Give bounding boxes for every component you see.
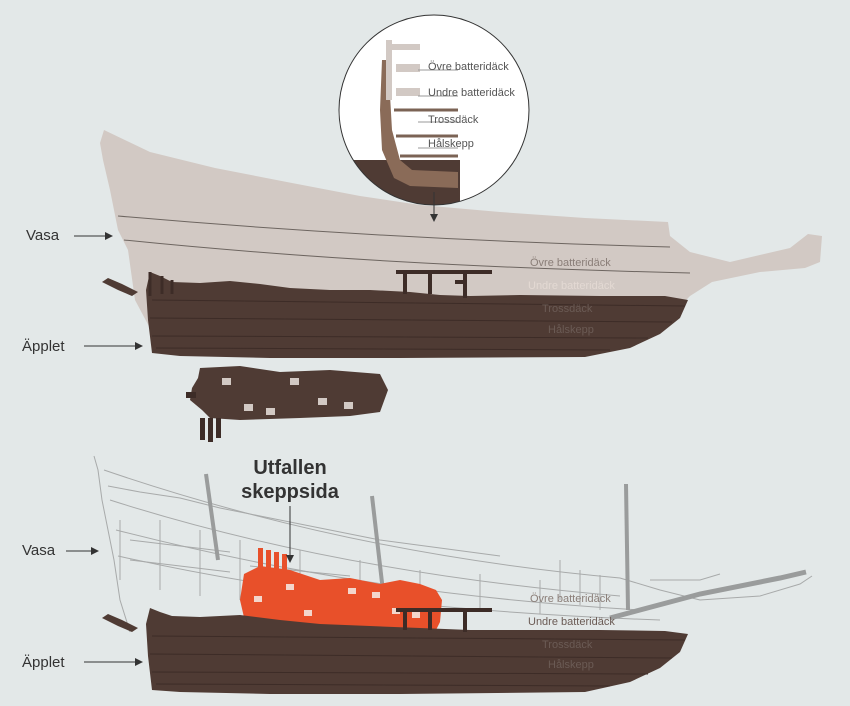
applet-hull-strakes-bottom xyxy=(149,635,686,687)
fallen-side-title-line2: skeppsida xyxy=(241,481,340,503)
fallen-side-title-line1: Utfallen xyxy=(253,457,326,479)
vasa-label-bottom: Vasa xyxy=(22,542,56,559)
deck-label-orlop-top: Trossdäck xyxy=(542,303,593,315)
applet-deck-beams-bottom xyxy=(396,608,492,632)
deck-label-orlop-bottom: Trossdäck xyxy=(542,639,593,651)
cross-section-detail: Övre batteridäck Undre batteridäck Tross… xyxy=(338,14,530,206)
applet-deck-beams xyxy=(396,270,492,298)
vasa-bowsprit xyxy=(609,569,807,621)
detail-label-lower: Undre batteridäck xyxy=(428,87,515,99)
vasa-label-top: Vasa xyxy=(26,227,60,244)
deck-label-hold-top: Hålskepp xyxy=(548,324,594,336)
applet-label-top: Äpplet xyxy=(22,338,65,355)
detail-label-orlop: Trossdäck xyxy=(428,114,479,126)
deck-label-upper-top: Övre batteridäck xyxy=(530,257,611,269)
applet-deck-frames xyxy=(148,272,174,296)
vasa-deck-line-lower xyxy=(123,239,691,274)
applet-side-fragment-plan xyxy=(186,366,388,442)
deck-label-lower-top: Undre batteridäck xyxy=(528,280,615,292)
deck-label-upper-bottom: Övre batteridäck xyxy=(530,593,611,605)
detail-label-hold: Hålskepp xyxy=(428,138,474,150)
detail-label-upper: Övre batteridäck xyxy=(428,61,509,73)
vasa-deck-line-upper xyxy=(117,215,671,248)
deck-label-hold-bottom: Hålskepp xyxy=(548,659,594,671)
applet-label-bottom: Äpplet xyxy=(22,654,65,671)
vasa-outline xyxy=(93,455,813,633)
applet-rudder xyxy=(102,278,138,296)
fallen-ship-side xyxy=(240,548,442,632)
deck-label-lower-bottom: Undre batteridäck xyxy=(528,616,615,628)
applet-hull-strakes xyxy=(149,299,686,351)
vasa-masts xyxy=(204,473,630,611)
applet-rudder-bottom xyxy=(102,614,138,632)
